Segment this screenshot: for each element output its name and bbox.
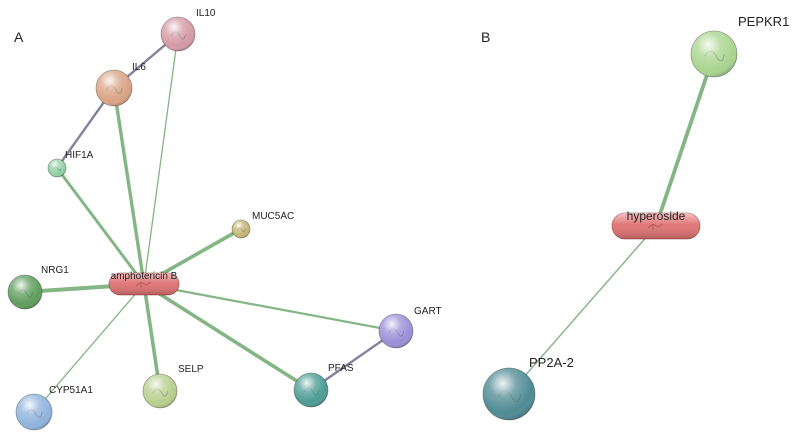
- edge-center-hif1a: [55, 166, 146, 286]
- node-pepkr1[interactable]: [690, 30, 738, 78]
- edge-pfas-gart: [309, 329, 398, 392]
- panel-label-b: B: [481, 29, 490, 45]
- node-label-pfas: PFAS: [328, 363, 354, 374]
- node-label-il6: IL6: [132, 62, 146, 73]
- edge-center-il10: [143, 33, 179, 285]
- node-hif1a[interactable]: [47, 158, 67, 178]
- compound-node-b[interactable]: [611, 212, 701, 240]
- node-il10[interactable]: [160, 16, 196, 52]
- node-cyp51a1[interactable]: [15, 393, 53, 431]
- node-pp2a-2[interactable]: [482, 367, 536, 421]
- node-label-gart: GART: [414, 306, 442, 317]
- edge-center-il6: [112, 86, 146, 286]
- node-pfas[interactable]: [293, 372, 329, 408]
- node-label-selp: SELP: [178, 364, 204, 375]
- node-label-il10: IL10: [196, 8, 216, 19]
- compound-label-a: amphotericin B: [111, 271, 178, 282]
- node-nrg1[interactable]: [7, 274, 43, 310]
- compound-label-b: hyperoside: [627, 209, 686, 223]
- node-label-nrg1: NRG1: [41, 265, 69, 276]
- edge-center-cyp51a1: [33, 283, 145, 413]
- node-muc5ac[interactable]: [231, 219, 251, 239]
- node-il6[interactable]: [95, 69, 133, 107]
- node-label-cyp51a1: CYP51A1: [49, 385, 93, 396]
- edge-center-pfas: [142, 282, 313, 392]
- edge-center-gart: [142, 282, 398, 333]
- edge-center-pepkr1: [654, 52, 716, 228]
- node-selp[interactable]: [142, 373, 178, 409]
- node-label-muc5ac: MUC5AC: [252, 211, 294, 222]
- node-label-hif1a: HIF1A: [65, 150, 94, 161]
- edge-center-pp2a-2: [508, 225, 657, 395]
- panel-label-a: A: [14, 29, 24, 45]
- edge-center-selp: [142, 282, 162, 393]
- node-label-pepkr1: PEPKR1: [738, 14, 789, 29]
- node-gart[interactable]: [378, 313, 414, 349]
- compound-node-a[interactable]: [108, 272, 180, 296]
- node-label-pp2a-2: PP2A-2: [529, 355, 574, 370]
